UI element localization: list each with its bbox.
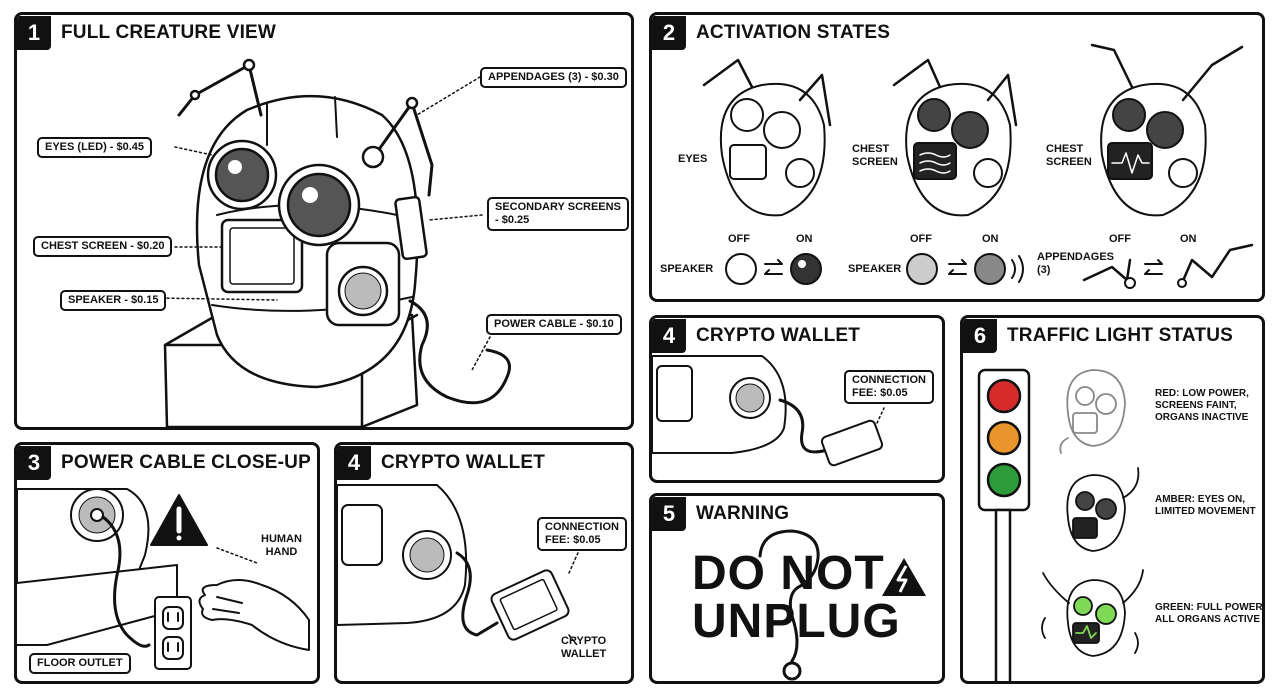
label-chest-screen-1-line1: CHEST xyxy=(852,143,890,155)
panel-6-header: 6 TRAFFIC LIGHT STATUS xyxy=(963,318,1233,354)
label-off-2: OFF xyxy=(910,233,932,245)
label-off-1: OFF xyxy=(728,233,750,245)
creature-chest-screen-state-2 xyxy=(1090,43,1244,217)
creature-amber-state xyxy=(1066,467,1140,552)
panel-crypto-wallet-secondary: 4 CRYPTO WALLET CONNECTION FEE: $0.05 xyxy=(649,315,945,483)
panel-5-title: WARNING xyxy=(696,503,790,524)
label-chest-screen-2-line2: SCREEN xyxy=(1046,156,1092,168)
label-off-3: OFF xyxy=(1109,233,1131,245)
label-red-state-line3: ORGANS INACTIVE xyxy=(1155,412,1249,423)
warning-line-1: DO NOT xyxy=(692,547,885,600)
label-secondary-screens-line1: SECONDARY SCREENS xyxy=(495,201,621,213)
panel-crypto-wallet-main: 4 CRYPTO WALLET CONNECTION FEE: $0.05 CR… xyxy=(334,442,634,684)
label-human-hand-line2: HAND xyxy=(265,546,298,558)
label-red-state-line2: SCREENS FAINT, xyxy=(1155,400,1237,411)
panel-4b-title: CRYPTO WALLET xyxy=(696,325,861,346)
panel-power-cable-close-up: 3 POWER CABLE CLOSE-UP HUMAN HAND xyxy=(14,442,320,684)
panel-6-title: TRAFFIC LIGHT STATUS xyxy=(1007,325,1233,346)
label-connection-fee-main: CONNECTION FEE: $0.05 xyxy=(537,517,627,551)
panel-4a-header: 4 CRYPTO WALLET xyxy=(337,445,545,481)
panel-2-number: 2 xyxy=(652,16,686,50)
label-connection-fee-secondary: CONNECTION FEE: $0.05 xyxy=(844,370,934,404)
red-light-icon xyxy=(986,378,1022,414)
label-eyes: EYES (LED) - $0.45 xyxy=(37,137,153,158)
panel-traffic-light-status: 6 TRAFFIC LIGHT STATUS xyxy=(960,315,1265,684)
creature-chest-screen-state-1 xyxy=(892,58,1018,217)
panel-4b-header: 4 CRYPTO WALLET xyxy=(652,318,860,354)
panel-4b-number: 4 xyxy=(652,319,686,353)
label-appendages-state-line1: APPENDAGES xyxy=(1037,251,1115,263)
label-chest-screen-2-line1: CHEST xyxy=(1046,143,1084,155)
power-cable-illustration xyxy=(17,488,310,670)
panel-activation-states: 2 ACTIVATION STATES xyxy=(649,12,1265,302)
label-red-state-line1: RED: LOW POWER, xyxy=(1155,388,1249,399)
label-amber-state-line1: AMBER: EYES ON, xyxy=(1155,494,1246,505)
label-speaker-2: SPEAKER xyxy=(848,263,902,275)
creature-full-illustration xyxy=(156,58,511,427)
panel-3-number: 3 xyxy=(17,446,51,480)
label-red-state: RED: LOW POWER, SCREENS FAINT, ORGANS IN… xyxy=(1155,388,1249,424)
label-appendages-state-line2: (3) xyxy=(1037,264,1051,276)
label-connection-fee-main-line1: CONNECTION xyxy=(545,521,619,533)
panel-1-title: FULL CREATURE VIEW xyxy=(61,22,277,43)
creature-eyes-state xyxy=(702,58,832,217)
label-chest-screen: CHEST SCREEN - $0.20 xyxy=(33,236,173,257)
traffic-light-illustration xyxy=(977,368,1144,681)
panel-2-title: ACTIVATION STATES xyxy=(696,22,891,43)
panel-4a-title: CRYPTO WALLET xyxy=(381,452,546,473)
label-crypto-wallet-line2: WALLET xyxy=(561,648,607,660)
question-mark-cable-illustration xyxy=(758,529,926,681)
label-amber-state: AMBER: EYES ON, LIMITED MOVEMENT xyxy=(1155,494,1256,518)
label-on-1: ON xyxy=(796,233,813,245)
label-green-state: GREEN: FULL POWER, ALL ORGANS ACTIVE xyxy=(1155,602,1265,626)
label-floor-outlet: FLOOR OUTLET xyxy=(29,653,131,674)
green-light-icon xyxy=(986,462,1022,498)
amber-light-icon xyxy=(986,420,1022,456)
label-on-2: ON xyxy=(982,233,999,245)
panel-1-header: 1 FULL CREATURE VIEW xyxy=(17,15,276,51)
label-connection-fee-secondary-line2: FEE: $0.05 xyxy=(852,387,908,399)
label-secondary-screens-line2: - $0.25 xyxy=(495,214,530,226)
label-amber-state-line2: LIMITED MOVEMENT xyxy=(1155,506,1256,517)
label-chest-screen-1: CHEST SCREEN xyxy=(852,143,898,169)
label-speaker: SPEAKER - $0.15 xyxy=(60,290,167,311)
creature-red-state xyxy=(1059,369,1126,454)
warning-line-2: UNPLUG xyxy=(692,595,901,648)
label-appendages-state: APPENDAGES (3) xyxy=(1037,251,1114,277)
hazard-icon xyxy=(882,558,926,596)
label-speaker-1: SPEAKER xyxy=(660,263,714,275)
activation-states-illustration xyxy=(702,43,1254,289)
panel-5-header: 5 WARNING xyxy=(652,496,789,532)
panel-3-title: POWER CABLE CLOSE-UP xyxy=(61,452,311,473)
label-on-3: ON xyxy=(1180,233,1197,245)
label-connection-fee-secondary-line1: CONNECTION xyxy=(852,374,926,386)
panel-5-number: 5 xyxy=(652,497,686,531)
panel-3-header: 3 POWER CABLE CLOSE-UP xyxy=(17,445,311,481)
label-appendages: APPENDAGES (3) - $0.30 xyxy=(480,67,627,88)
label-human-hand: HUMAN HAND xyxy=(261,533,302,559)
label-human-hand-line1: HUMAN xyxy=(261,533,302,545)
panel-full-creature-view: 1 FULL CREATURE VIEW xyxy=(14,12,634,430)
label-crypto-wallet: CRYPTO WALLET xyxy=(561,635,606,661)
panel-1-number: 1 xyxy=(17,16,51,50)
crypto-wallet-illustration xyxy=(337,484,586,646)
panel-2-header: 2 ACTIVATION STATES xyxy=(652,15,890,51)
label-power-cable: POWER CABLE - $0.10 xyxy=(486,314,622,335)
label-green-state-line2: ALL ORGANS ACTIVE xyxy=(1155,614,1261,625)
label-crypto-wallet-line1: CRYPTO xyxy=(561,635,607,647)
label-chest-screen-2: CHEST SCREEN xyxy=(1046,143,1092,169)
label-chest-screen-1-line2: SCREEN xyxy=(852,156,898,168)
label-eyes-state: EYES xyxy=(678,153,708,165)
crypto-wallet-secondary-illustration xyxy=(652,355,885,467)
panel-6-number: 6 xyxy=(963,319,997,353)
label-secondary-screens: SECONDARY SCREENS - $0.25 xyxy=(487,197,629,231)
creature-green-state xyxy=(1041,569,1144,657)
panel-4a-number: 4 xyxy=(337,446,371,480)
label-connection-fee-main-line2: FEE: $0.05 xyxy=(545,534,601,546)
panel-warning: 5 WARNING DO NOT UNPLUG xyxy=(649,493,945,684)
label-green-state-line1: GREEN: FULL POWER, xyxy=(1155,602,1265,613)
